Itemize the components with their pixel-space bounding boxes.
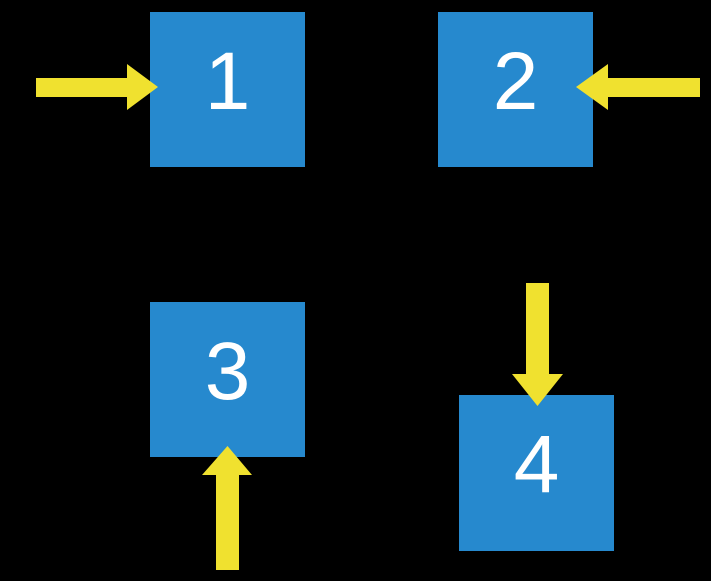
square-4-label: 4 (513, 419, 560, 510)
square-2[interactable]: 2 (438, 12, 593, 167)
square-1-label: 1 (204, 35, 251, 127)
arrow-down-icon-into-square-4 (512, 283, 563, 406)
square-4[interactable]: 4 (459, 395, 614, 551)
arrow-right-icon-into-square-1 (36, 64, 158, 110)
square-3[interactable]: 3 (150, 302, 305, 457)
arrow-left-icon-into-square-2 (576, 64, 700, 110)
square-2-label: 2 (492, 35, 539, 127)
square-1[interactable]: 1 (150, 12, 305, 167)
arrow-up-icon-into-square-3 (202, 446, 252, 570)
square-3-label: 3 (204, 325, 251, 417)
